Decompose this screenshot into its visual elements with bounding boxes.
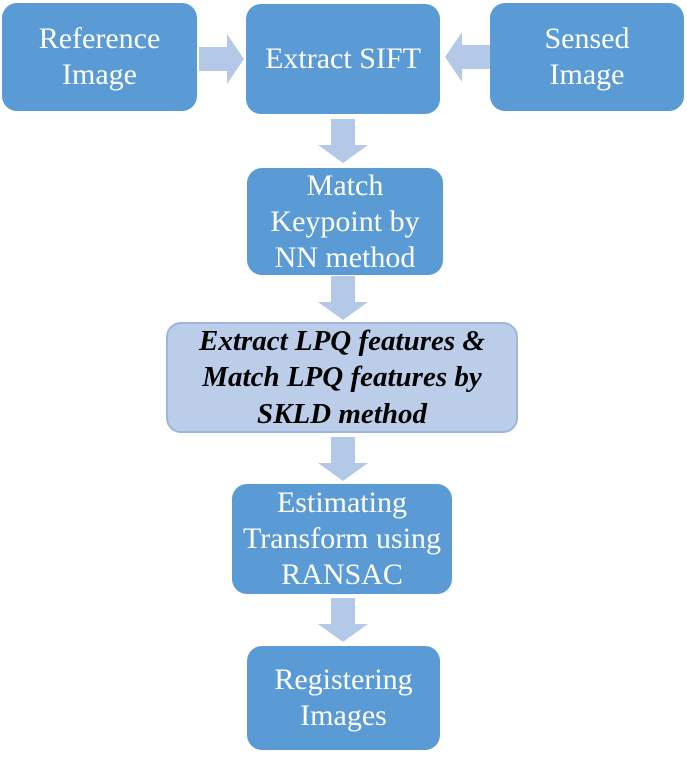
down-arrow-icon bbox=[318, 437, 368, 481]
node-match-keypoint: Match Keypoint by NN method bbox=[247, 168, 443, 275]
node-register-images-label: Registering Images bbox=[274, 663, 413, 732]
node-register-images: Registering Images bbox=[247, 646, 440, 750]
node-extract-sift-label: Extract SIFT bbox=[265, 42, 421, 75]
node-lpq-skld-label: Extract LPQ features & Match LPQ feature… bbox=[199, 325, 485, 430]
node-match-keypoint-label: Match Keypoint by NN method bbox=[270, 168, 420, 274]
node-reference-image-label: Reference Image bbox=[38, 22, 161, 91]
right-arrow-icon bbox=[199, 34, 244, 84]
node-estimate-transform-label: Estimating Transform using RANSAC bbox=[242, 486, 442, 591]
node-lpq-skld: Extract LPQ features & Match LPQ feature… bbox=[166, 322, 518, 433]
down-arrow-icon bbox=[318, 598, 368, 642]
down-arrow-icon bbox=[318, 119, 368, 163]
node-sensed-image: Sensed Image bbox=[490, 3, 684, 111]
node-sensed-image-label: Sensed Image bbox=[544, 22, 630, 91]
node-extract-sift: Extract SIFT bbox=[246, 4, 440, 114]
node-estimate-transform: Estimating Transform using RANSAC bbox=[232, 484, 452, 594]
node-reference-image: Reference Image bbox=[2, 3, 197, 111]
down-arrow-icon bbox=[318, 276, 368, 320]
left-arrow-icon bbox=[445, 32, 490, 82]
